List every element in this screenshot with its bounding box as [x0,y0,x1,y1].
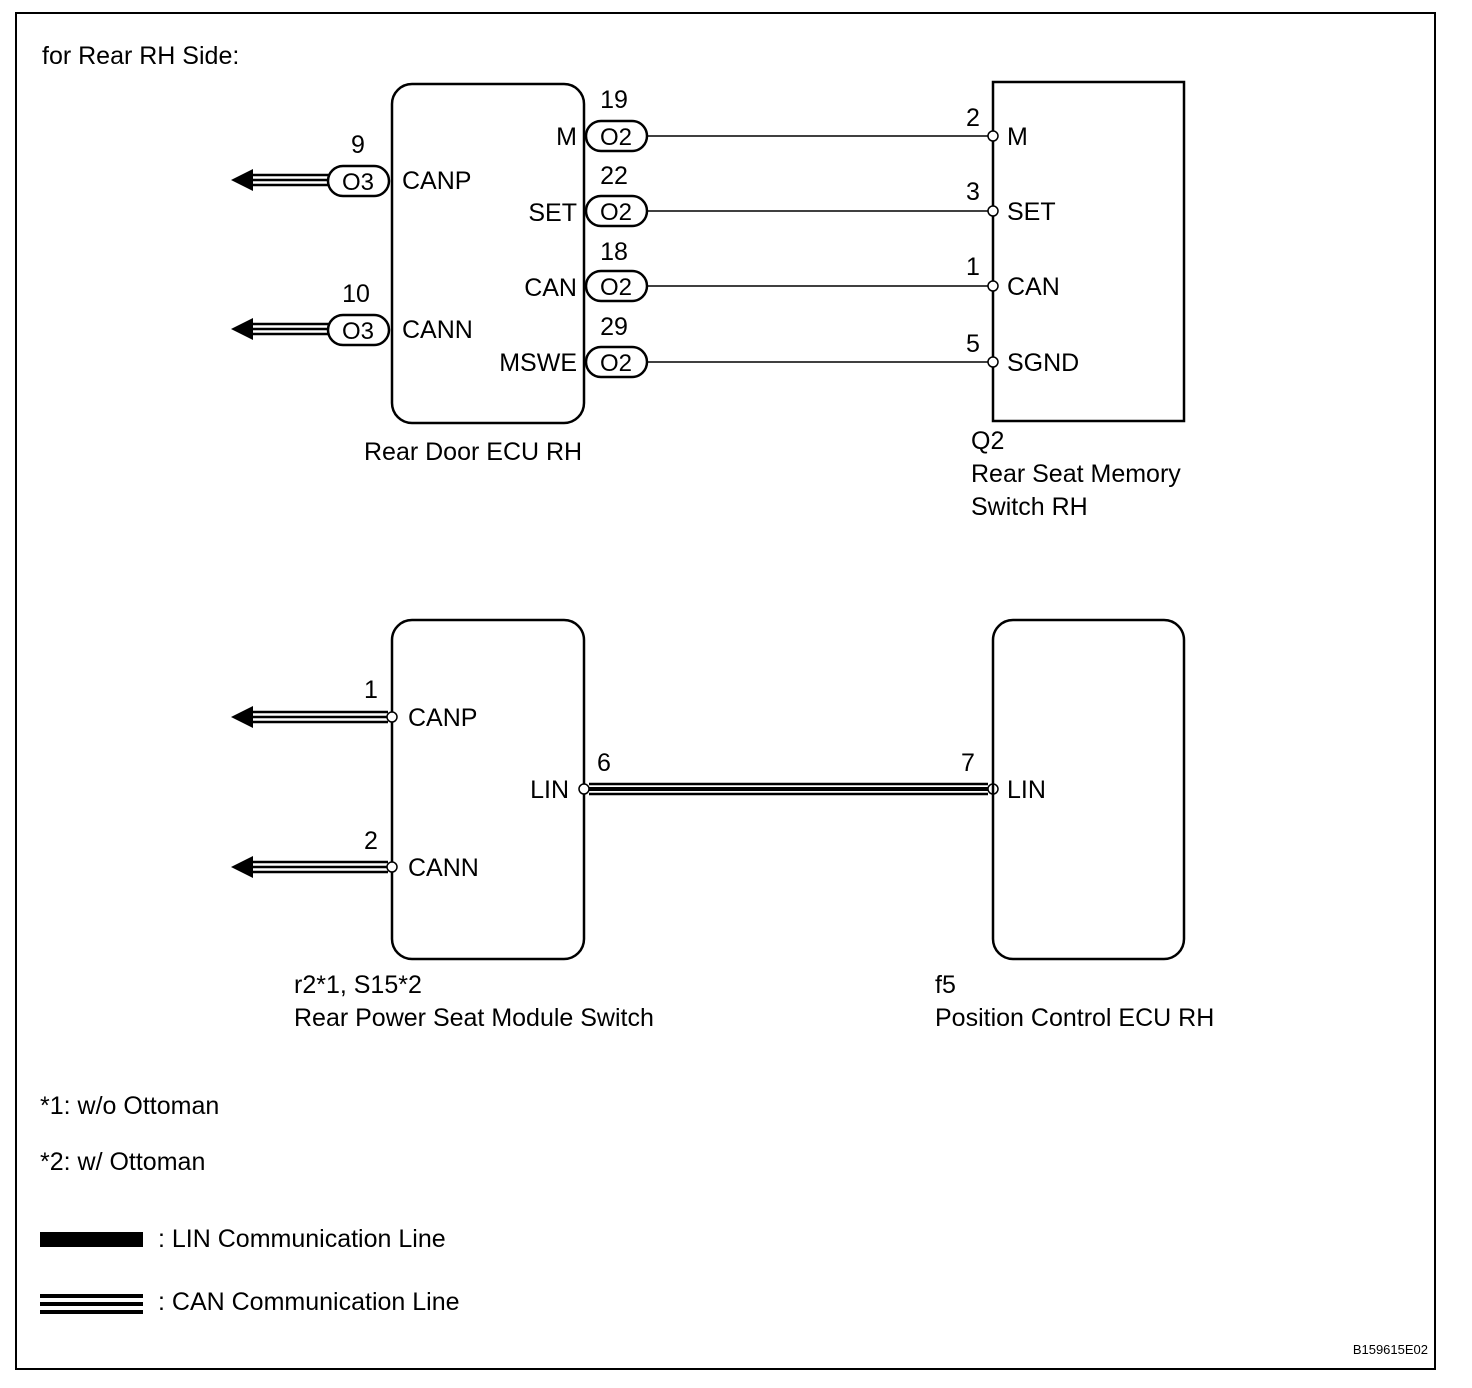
legend-lin-swatch [40,1232,143,1247]
connector-o2-set [584,194,649,228]
label-canp-seat: CANP [408,704,477,732]
connector-o2-m [584,119,649,153]
label-lin-position: LIN [1007,776,1046,804]
connector-o2-can [584,269,649,303]
label-lin-seat: LIN [530,776,569,804]
position-ecu-name: Position Control ECU RH [935,1004,1214,1032]
legend-can-swatch [40,1294,143,1314]
pin-9: 9 [351,131,365,159]
pin-19: 19 [600,86,628,114]
pin-1-seat: 1 [364,676,378,704]
label-canp-ecu: CANP [402,167,471,195]
terminal-can [987,280,999,292]
terminal-lin-seat [578,783,590,795]
figure-code: B159615E02 [1353,1342,1428,1357]
memory-switch-box [991,80,1186,423]
position-ecu-box [991,618,1186,961]
label-can-ecu: CAN [524,274,577,302]
can-line-canp-bottom [231,706,388,728]
pin-7-position: 7 [961,749,975,777]
pin-6-seat: 6 [597,749,611,777]
connector-o3-canp-label: O3 [342,169,374,196]
pin-29: 29 [600,313,628,341]
pin-5-switch: 5 [966,330,980,358]
terminal-canp-seat [386,711,398,723]
terminal-m [987,130,999,142]
legend-can-label: : CAN Communication Line [158,1288,460,1316]
seat-module-switch-name: Rear Power Seat Module Switch [294,1004,654,1032]
memory-switch-name-line2: Switch RH [971,493,1088,521]
label-m-switch: M [1007,123,1028,151]
label-set-switch: SET [1007,198,1056,226]
diagram-title: for Rear RH Side: [42,42,239,70]
connector-o2-mswe [584,345,649,379]
label-can-switch: CAN [1007,273,1060,301]
can-line-cann-top [231,318,330,340]
note-1: *1: w/o Ottoman [40,1092,219,1120]
pin-2-switch: 2 [966,104,980,132]
connector-o2-mswe-label: O2 [600,350,632,377]
seat-module-switch-code: r2*1, S15*2 [294,971,422,999]
pin-10: 10 [342,280,370,308]
terminal-set [987,205,999,217]
pin-3-switch: 3 [966,178,980,206]
label-set-ecu: SET [528,199,577,227]
pin-1-switch: 1 [966,253,980,281]
connector-o3-cann [326,313,391,347]
label-cann-seat: CANN [408,854,479,882]
label-m-ecu: M [556,123,577,151]
pin-18: 18 [600,238,628,266]
rear-door-ecu-box [390,82,586,425]
connector-o2-set-label: O2 [600,199,632,226]
connector-o2-m-label: O2 [600,124,632,151]
memory-switch-code: Q2 [971,427,1004,455]
can-line-canp-top [231,169,330,191]
can-line-cann-bottom [231,856,388,878]
connector-o2-can-label: O2 [600,274,632,301]
position-ecu-code: f5 [935,971,956,999]
legend-lin-label: : LIN Communication Line [158,1225,446,1253]
label-mswe-ecu: MSWE [499,349,577,377]
label-sgnd-switch: SGND [1007,349,1079,377]
rear-door-ecu-name: Rear Door ECU RH [364,438,582,466]
terminal-sgnd [987,356,999,368]
lin-line [589,782,988,796]
terminal-cann-seat [386,861,398,873]
pin-2-seat: 2 [364,827,378,855]
pin-22: 22 [600,162,628,190]
connector-o3-cann-label: O3 [342,318,374,345]
memory-switch-name-line1: Rear Seat Memory [971,460,1181,488]
diagram-frame [15,12,1436,1370]
label-cann-ecu: CANN [402,316,473,344]
note-2: *2: w/ Ottoman [40,1148,205,1176]
connector-o3-canp [326,164,391,198]
